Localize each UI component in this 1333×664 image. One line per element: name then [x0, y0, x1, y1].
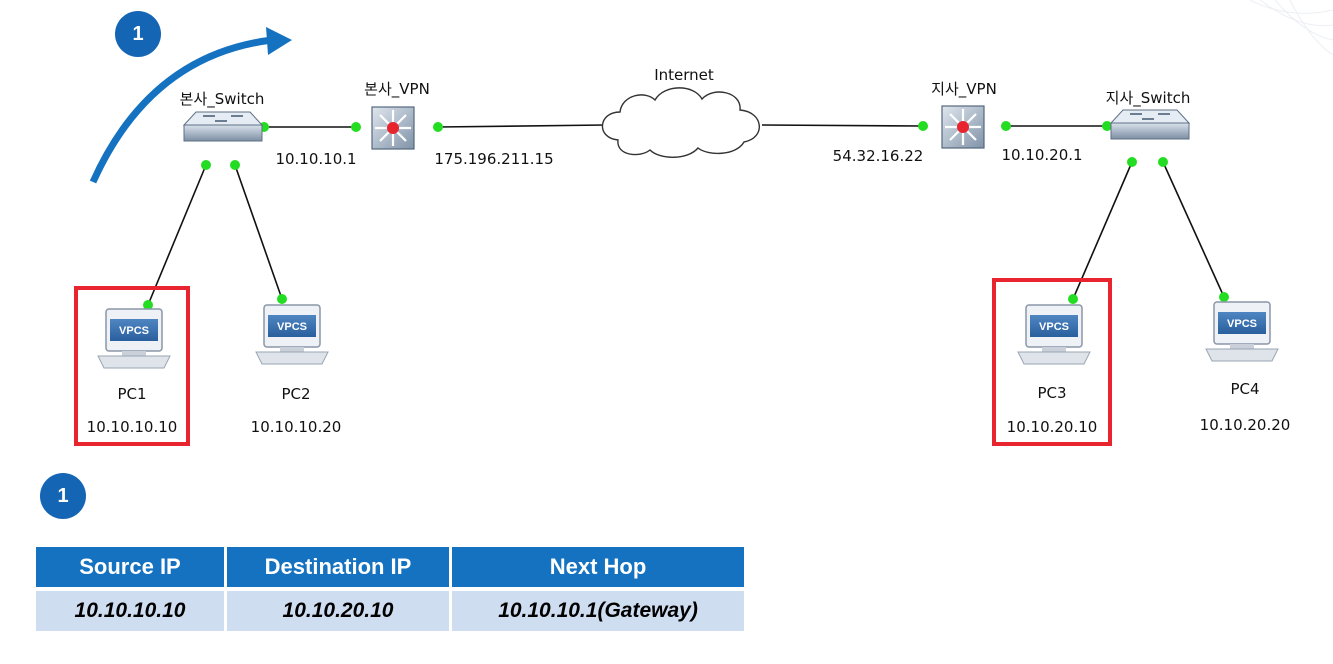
hq-gateway-address: 10.10.10.1 — [275, 150, 357, 168]
link-dot — [1102, 121, 1112, 131]
flow-arrow — [89, 36, 273, 184]
pc-icon — [97, 308, 171, 369]
pc4-label: PC4 — [1230, 380, 1260, 398]
link-dots — [143, 121, 1229, 310]
link-dot — [1219, 292, 1229, 302]
branch-gateway-address: 10.10.20.1 — [1001, 146, 1083, 164]
switch-icon — [1109, 109, 1191, 140]
link-dot — [201, 160, 211, 170]
highlight-box-pc1 — [74, 286, 190, 446]
table-header-row: Source IP Destination IP Next Hop — [36, 547, 744, 591]
link-dot — [1127, 157, 1137, 167]
branch-vpn-label: 지사_VPN — [931, 80, 997, 98]
vpn-router-icon — [371, 106, 415, 150]
link-dot — [277, 294, 287, 304]
corner-decoration — [1249, 0, 1333, 56]
branch-public-address: 54.32.16.22 — [832, 147, 924, 165]
highlight-box-pc3 — [992, 278, 1112, 446]
cell-destination-ip: 10.10.20.10 — [227, 591, 449, 631]
vpcs-label: VPCS — [1227, 318, 1257, 330]
vpcs-label: VPCS — [277, 321, 307, 333]
link-hqsw-pc2 — [234, 164, 283, 300]
link-brsw-pc4 — [1162, 161, 1225, 298]
vpcs-label: VPCS — [119, 325, 149, 337]
link-dot — [1158, 157, 1168, 167]
link-dot — [1001, 121, 1011, 131]
header-source-ip: Source IP — [36, 547, 224, 591]
link-dot — [433, 122, 443, 132]
link-dot — [351, 122, 361, 132]
internet-label: Internet — [654, 66, 714, 84]
hq-public-address: 175.196.211.15 — [434, 150, 554, 168]
pc4-address: 10.10.20.20 — [1199, 416, 1291, 434]
link-dot — [230, 160, 240, 170]
vpcs-label: VPCS — [1039, 321, 1069, 333]
link-dot — [143, 300, 153, 310]
vpn-router-icon — [941, 105, 985, 149]
step-badge-top: 1 — [115, 11, 161, 57]
hq-vpn-label: 본사_VPN — [364, 80, 430, 98]
link-hqvpn-internet — [437, 124, 606, 128]
pc2-label: PC2 — [281, 385, 311, 403]
hq-switch-label: 본사_Switch — [179, 90, 265, 108]
cell-next-hop: 10.10.10.1(Gateway) — [452, 591, 744, 631]
links — [147, 124, 1225, 306]
header-destination-ip: Destination IP — [227, 547, 449, 591]
pc-icon — [255, 304, 329, 365]
cloud-icon — [601, 87, 760, 158]
pc-icon — [1017, 304, 1091, 365]
header-next-hop: Next Hop — [452, 547, 744, 591]
step-badge-table: 1 — [40, 473, 86, 519]
table-row: 10.10.10.10 10.10.20.10 10.10.10.1(Gatew… — [36, 591, 744, 631]
link-hqsw-pc1 — [147, 164, 207, 306]
link-brsw-pc3 — [1072, 161, 1133, 300]
pc1-address: 10.10.10.10 — [86, 418, 178, 436]
cell-source-ip: 10.10.10.10 — [36, 591, 224, 631]
flow-arrow-head — [266, 27, 292, 55]
link-internet-brvpn — [761, 124, 924, 127]
pc1-label: PC1 — [117, 385, 147, 403]
branch-switch-label: 지사_Switch — [1105, 89, 1191, 107]
routing-table: Source IP Destination IP Next Hop 10.10.… — [33, 547, 747, 631]
link-dot — [918, 121, 928, 131]
switch-icon — [182, 111, 264, 142]
link-dot — [1068, 294, 1078, 304]
pc3-label: PC3 — [1037, 384, 1067, 402]
pc-icon — [1205, 301, 1279, 362]
pc2-address: 10.10.10.20 — [250, 418, 342, 436]
pc3-address: 10.10.20.10 — [1006, 418, 1098, 436]
